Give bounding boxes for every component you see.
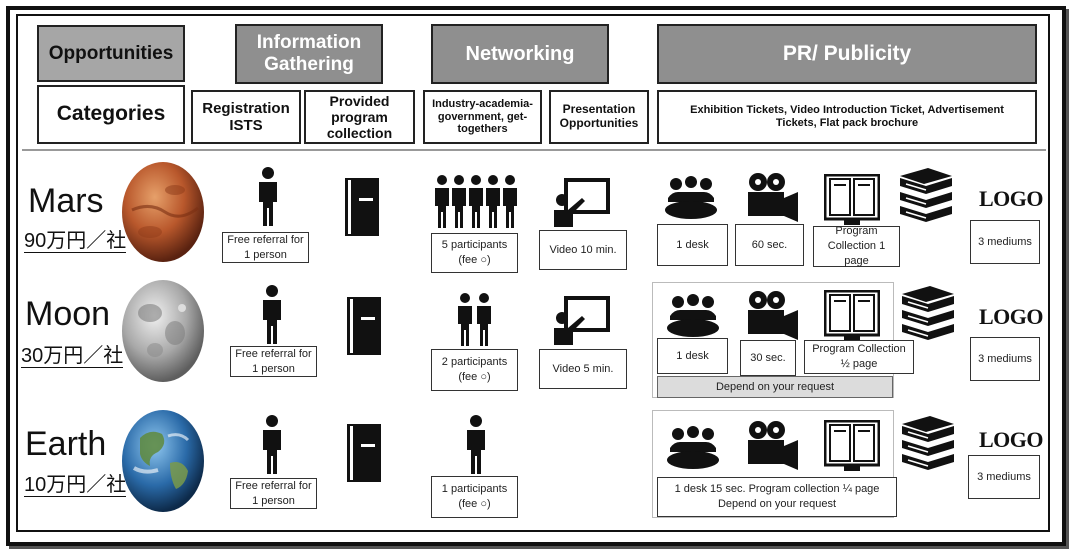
open-book-icon	[824, 174, 880, 226]
books-stack-icon	[900, 414, 956, 476]
open-book-icon	[824, 290, 880, 342]
moon-video-ad-box: 30 sec.	[740, 340, 796, 376]
video-camera-icon	[744, 420, 800, 470]
mars-referral-box: Free referral for 1 person	[222, 232, 309, 263]
tier-name-moon: Moon	[25, 295, 111, 333]
category-registration: Registration ISTS	[191, 90, 301, 144]
book-icon	[347, 297, 381, 355]
earth-referral-box: Free referral for 1 person	[230, 478, 317, 509]
category-pr-items: Exhibition Tickets, Video Introduction T…	[657, 90, 1037, 144]
moon-collection-box: Program Collection ½ page	[804, 340, 914, 374]
header-pr-publicity: PR/ Publicity	[657, 24, 1037, 84]
earth-pr-combined-box: 1 desk 15 sec. Program collection ¼ page…	[657, 477, 897, 517]
tier-price-mars: 90万円／社	[24, 230, 127, 253]
earth-pr-combined-text: 1 desk 15 sec. Program collection ¼ page	[674, 483, 880, 496]
header-divider	[22, 149, 1046, 151]
earth-participants-box: 1 participants (fee ○)	[431, 476, 518, 518]
mars-mediums-box: 3 mediums	[970, 220, 1040, 264]
mars-participants-box: 5 participants (fee ○)	[431, 233, 518, 273]
category-program-collection: Provided program collection	[304, 90, 415, 144]
moon-participants-box: 2 participants (fee ○)	[431, 349, 518, 391]
mars-collection-box: Program Collection 1 page	[813, 225, 900, 267]
desk-meeting-icon	[666, 426, 720, 470]
desk-meeting-icon	[664, 176, 718, 220]
book-icon	[345, 178, 379, 236]
categories-label: Categories	[37, 85, 185, 144]
person-icon	[258, 414, 286, 476]
mars-desk-box: 1 desk	[657, 224, 728, 266]
earth-mediums-box: 3 mediums	[968, 455, 1040, 499]
tier-name-earth: Earth	[25, 425, 107, 463]
earth-logo-text: LOGO	[979, 427, 1044, 452]
books-stack-icon	[900, 284, 956, 346]
category-presentation: Presentation Opportunities	[549, 90, 649, 144]
tier-price-earth: 10万円／社	[24, 474, 127, 497]
tier-price-moon: 30万円／社	[21, 345, 124, 368]
earth-planet-image	[120, 408, 206, 514]
group-five-people-icon	[434, 174, 518, 230]
mars-video-ad-box: 60 sec.	[735, 224, 804, 266]
moon-request-box: Depend on your request	[657, 376, 893, 398]
mars-video-box: Video 10 min.	[539, 230, 627, 270]
moon-video-box: Video 5 min.	[539, 349, 627, 389]
books-stack-icon	[898, 166, 954, 228]
moon-planet-image	[120, 278, 206, 384]
earth-request-text: Depend on your request	[717, 498, 837, 510]
single-person-icon	[462, 414, 490, 476]
moon-referral-box: Free referral for 1 person	[230, 346, 317, 377]
person-icon	[254, 166, 282, 228]
earth-pr-frame	[652, 410, 894, 518]
presenter-icon	[552, 296, 610, 346]
moon-mediums-box: 3 mediums	[970, 337, 1040, 381]
mars-logo-text: LOGO	[979, 186, 1044, 211]
group-two-people-icon	[456, 292, 494, 348]
header-networking: Networking	[431, 24, 609, 84]
open-book-icon	[824, 420, 880, 472]
book-icon	[347, 424, 381, 482]
person-icon	[258, 284, 286, 346]
moon-desk-box: 1 desk	[657, 338, 728, 374]
header-opportunities: Opportunities	[37, 25, 185, 82]
moon-logo-text: LOGO	[979, 304, 1044, 329]
mars-planet-image	[120, 160, 206, 264]
header-information-gathering: Information Gathering	[235, 24, 383, 84]
desk-meeting-icon	[666, 294, 720, 338]
presenter-icon	[552, 178, 610, 228]
video-camera-icon	[744, 290, 800, 340]
video-camera-icon	[744, 172, 800, 222]
tier-name-mars: Mars	[28, 182, 104, 220]
category-get-togethers: Industry-academia-government, get-togeth…	[423, 90, 542, 144]
